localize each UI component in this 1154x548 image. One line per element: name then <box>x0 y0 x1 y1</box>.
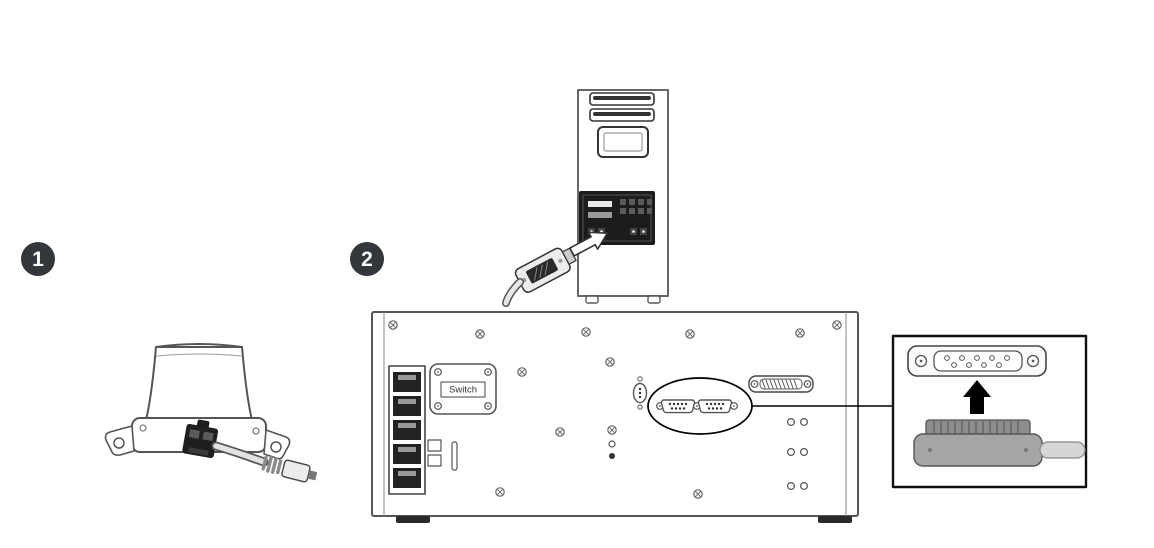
base-screw-icon <box>252 427 260 435</box>
sensor-rim-line <box>156 353 242 357</box>
panel-hole <box>608 440 616 448</box>
ethernet-port <box>393 468 421 488</box>
column-cable <box>503 279 523 306</box>
step-2-number: 2 <box>361 248 373 271</box>
panel-dark-dot <box>609 453 615 459</box>
switch-module: Switch <box>429 363 497 415</box>
panel-small-parts <box>427 439 458 471</box>
column-cable-plug <box>514 247 577 293</box>
mini-connector <box>632 376 648 410</box>
inset-socket <box>907 345 1047 377</box>
ethernet-port <box>393 444 421 464</box>
inset-cable <box>1039 441 1086 459</box>
robot-column-illustration <box>502 89 669 307</box>
connector-detail-inset <box>891 334 1088 489</box>
column-vent-bars <box>589 92 655 122</box>
column-foot <box>585 295 599 304</box>
sensor-body <box>145 346 253 421</box>
column-connector-panel <box>579 191 655 245</box>
up-arrow-icon <box>963 380 991 414</box>
inset-plug <box>913 419 1043 467</box>
column-foot <box>647 295 661 304</box>
controller-rear-panel-illustration: Switch <box>371 311 859 523</box>
db25-connector <box>748 375 814 393</box>
sensor-top-rim <box>155 343 243 348</box>
rear-panel <box>371 311 859 517</box>
mount-hole-left <box>113 437 125 449</box>
ethernet-port <box>393 396 421 416</box>
sensor-connector <box>182 419 219 459</box>
step-1-badge: 1 <box>21 242 55 276</box>
step-2-badge-circle <box>350 242 384 276</box>
switch-label: Switch <box>449 385 477 396</box>
mount-hole-right <box>270 441 282 453</box>
sensor-cable <box>213 443 267 465</box>
base-screw-icon <box>139 424 147 432</box>
insert-arrow-icon <box>569 231 609 257</box>
step-1-number: 1 <box>32 248 44 271</box>
sensor-illustration <box>104 343 318 483</box>
column-display <box>597 126 649 158</box>
panel-foot <box>818 516 852 523</box>
step-2-badge: 2 <box>350 242 384 276</box>
switch-label-box <box>440 381 486 398</box>
panel-foot <box>396 516 430 523</box>
ethernet-port <box>393 372 421 392</box>
step-1-badge-circle <box>21 242 55 276</box>
ethernet-port-block <box>388 365 426 495</box>
sensor-cable-plug <box>261 455 318 483</box>
ethernet-port <box>393 420 421 440</box>
